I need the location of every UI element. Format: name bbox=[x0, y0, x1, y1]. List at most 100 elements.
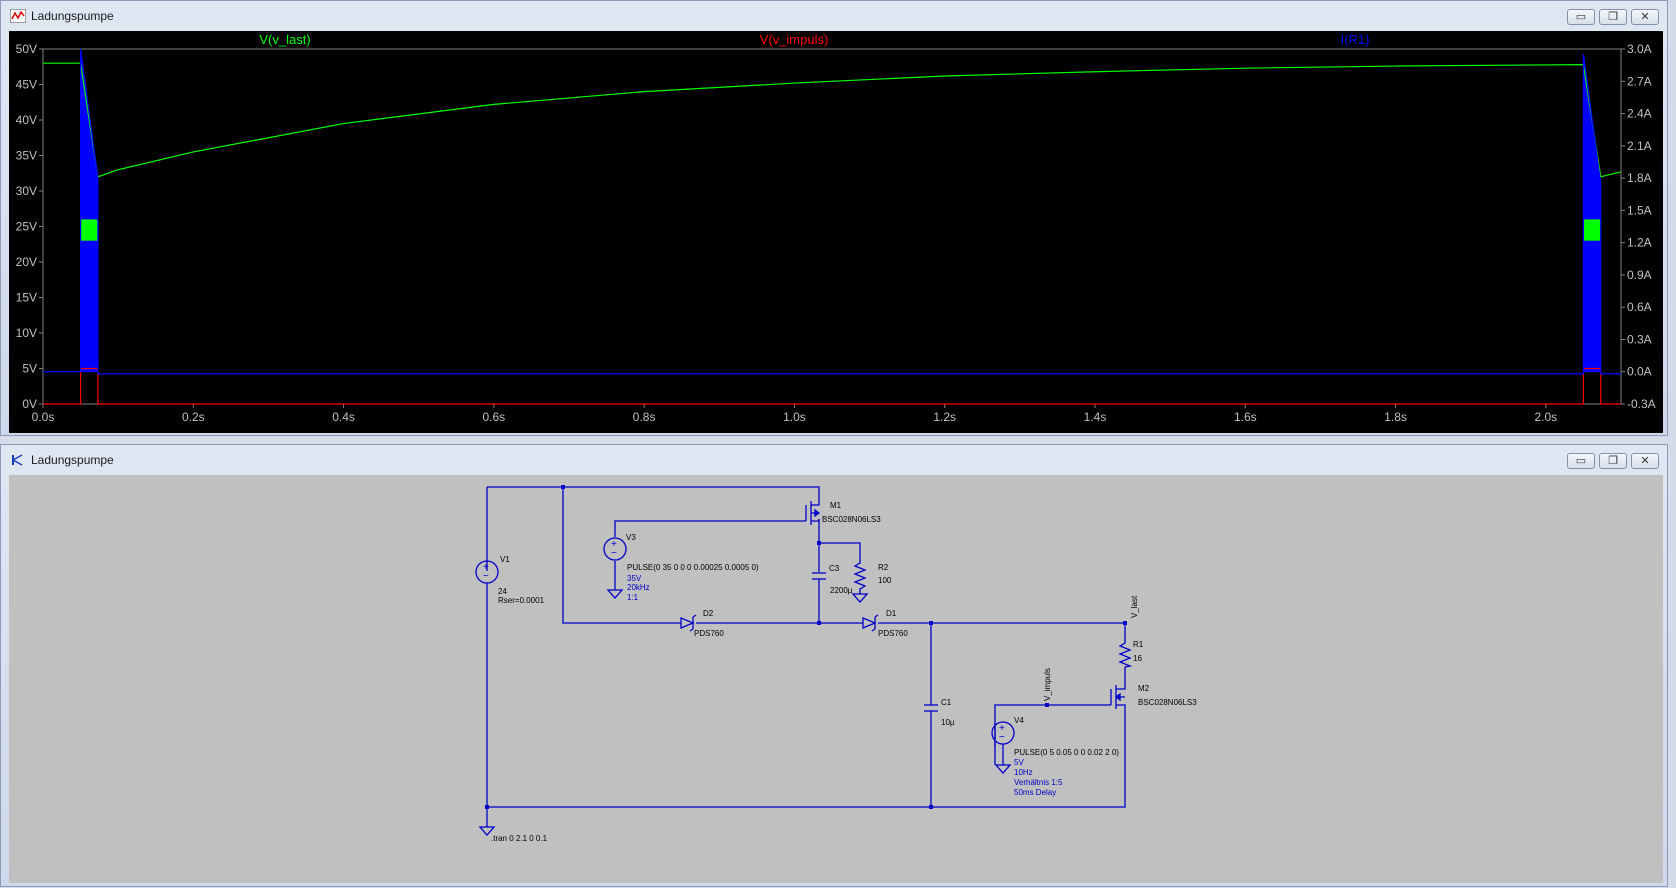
y-right-tick-label: 2.7A bbox=[1627, 74, 1652, 88]
v3-note-ratio: 1:1 bbox=[627, 593, 639, 602]
y-right-tick-label: 1.8A bbox=[1627, 171, 1652, 185]
wire bbox=[994, 704, 1111, 747]
m2-value: BSC028N06LS3 bbox=[1138, 698, 1197, 707]
svg-text:+: + bbox=[483, 562, 489, 573]
x-tick-label: 1.6s bbox=[1234, 410, 1257, 424]
y-right-tick-label: 1.5A bbox=[1627, 203, 1652, 217]
wire bbox=[878, 622, 1126, 640]
m1-mosfet[interactable] bbox=[805, 495, 821, 525]
y-right-tick-label: 0.6A bbox=[1627, 300, 1652, 314]
r2-value: 100 bbox=[878, 576, 892, 585]
junction-dot bbox=[1045, 703, 1049, 707]
v3-source[interactable]: + − V3 PULSE(0 35 0 0 0 0.00025 0.0005 0… bbox=[603, 533, 759, 602]
legend-label: I(R1) bbox=[1341, 32, 1370, 47]
c3-name: C3 bbox=[829, 564, 840, 573]
wires bbox=[486, 486, 1126, 827]
svg-text:−: − bbox=[999, 732, 1005, 743]
schematic-app-icon bbox=[12, 454, 23, 466]
y-right-tick-label: 2.4A bbox=[1627, 107, 1652, 121]
x-tick-label: 1.2s bbox=[933, 410, 956, 424]
restore-button[interactable]: ❐ bbox=[1599, 453, 1627, 469]
wire bbox=[614, 520, 806, 537]
junction-dot bbox=[929, 805, 933, 809]
x-tick-label: 1.8s bbox=[1384, 410, 1407, 424]
v-last-ripple-band bbox=[1583, 219, 1601, 241]
legend-label: V(v_impuls) bbox=[760, 32, 829, 47]
m2-mosfet[interactable] bbox=[1110, 684, 1126, 709]
waveform-window-title: Ladungspumpe bbox=[31, 9, 114, 23]
svg-text:−: − bbox=[483, 571, 489, 582]
current-pulse-fill bbox=[1582, 54, 1602, 373]
y-left-tick-label: 35V bbox=[16, 149, 37, 163]
waveform-app-icon bbox=[10, 9, 26, 23]
v3-name: V3 bbox=[626, 533, 636, 542]
v1-extra: Rser=0.0001 bbox=[498, 596, 545, 605]
x-tick-label: 0.0s bbox=[32, 410, 55, 424]
r1-resistor[interactable] bbox=[1118, 640, 1133, 668]
x-tick-label: 1.4s bbox=[1084, 410, 1107, 424]
d1-value: PDS760 bbox=[878, 629, 908, 638]
v4-source[interactable]: + − V4 PULSE(0 5 0.05 0 0 0.02 2 0) 5V 1… bbox=[991, 716, 1119, 797]
r2-resistor[interactable] bbox=[851, 560, 869, 603]
v1-source[interactable]: + − V1 24 Rser=0.0001 bbox=[475, 555, 545, 605]
series-line-2 bbox=[43, 48, 1621, 375]
junction-dot bbox=[485, 805, 489, 809]
r2-name: R2 bbox=[878, 563, 889, 572]
wire bbox=[562, 487, 681, 624]
y-right-tick-label: 3.0A bbox=[1627, 42, 1652, 56]
v-last-ripple-band bbox=[80, 219, 98, 241]
close-button[interactable]: ✕ bbox=[1631, 9, 1659, 25]
y-left-tick-label: 10V bbox=[16, 326, 37, 340]
waveform-titlebar[interactable]: Ladungspumpe ▭ ❐ ✕ bbox=[1, 1, 1667, 31]
c3-value: 2200µ bbox=[830, 586, 853, 595]
restore-button[interactable]: ❐ bbox=[1599, 9, 1627, 25]
y-left-tick-label: 5V bbox=[22, 362, 37, 376]
v3-value: PULSE(0 35 0 0 0 0.00025 0.0005 0) bbox=[627, 563, 759, 572]
c1-value: 10µ bbox=[941, 718, 955, 727]
spice-directive[interactable]: .tran 0 2.1 0 0.1 bbox=[491, 834, 548, 843]
schematic-canvas[interactable]: + − V1 24 Rser=0.0001 + − V3 PULSE(0 35 … bbox=[9, 475, 1663, 883]
svg-text:+: + bbox=[999, 723, 1005, 734]
y-right-tick-label: 0.9A bbox=[1627, 268, 1652, 282]
y-right-tick-label: 0.0A bbox=[1627, 365, 1652, 379]
series-line-1 bbox=[43, 367, 1621, 405]
schematic-window: Ladungspumpe ▭ ❐ ✕ bbox=[0, 444, 1668, 887]
y-left-tick-label: 0V bbox=[22, 397, 37, 411]
svg-text:+: + bbox=[611, 539, 617, 550]
x-tick-label: 2.0s bbox=[1535, 410, 1558, 424]
c1-capacitor[interactable] bbox=[924, 704, 938, 715]
y-right-tick-label: 1.2A bbox=[1627, 236, 1652, 250]
x-tick-label: 0.4s bbox=[332, 410, 355, 424]
wire bbox=[487, 486, 820, 495]
d1-diode[interactable] bbox=[862, 614, 879, 632]
y-right-tick-label: -0.3A bbox=[1627, 397, 1656, 411]
minimize-button[interactable]: ▭ bbox=[1567, 453, 1595, 469]
series-line-0 bbox=[43, 62, 1622, 178]
v4-name: V4 bbox=[1014, 716, 1024, 725]
legend-label: V(v_last) bbox=[259, 32, 310, 47]
x-tick-label: 1.0s bbox=[783, 410, 806, 424]
v4-note-ratio: Verhältnis 1:5 bbox=[1014, 778, 1063, 787]
v1-value: 24 bbox=[498, 587, 507, 596]
schematic-drawing[interactable]: + − V1 24 Rser=0.0001 + − V3 PULSE(0 35 … bbox=[9, 475, 1663, 883]
y-right-tick-label: 0.3A bbox=[1627, 332, 1652, 346]
plot-frame bbox=[42, 48, 1622, 405]
m1-name: M1 bbox=[830, 501, 842, 510]
v1-name: V1 bbox=[500, 555, 510, 564]
y-right-tick-label: 2.1A bbox=[1627, 139, 1652, 153]
c3-capacitor[interactable] bbox=[812, 572, 826, 582]
v4-note-frequency: 10Hz bbox=[1014, 768, 1033, 777]
y-left-tick-label: 40V bbox=[16, 113, 37, 127]
ground-symbol bbox=[478, 826, 496, 836]
minimize-button[interactable]: ▭ bbox=[1567, 9, 1595, 25]
schematic-titlebar[interactable]: Ladungspumpe ▭ ❐ ✕ bbox=[1, 445, 1667, 475]
junction-dot bbox=[561, 485, 565, 489]
m2-name: M2 bbox=[1138, 684, 1150, 693]
r1-name: R1 bbox=[1133, 640, 1144, 649]
schematic-window-title: Ladungspumpe bbox=[31, 453, 114, 467]
d2-diode[interactable] bbox=[680, 614, 697, 632]
close-button[interactable]: ✕ bbox=[1631, 453, 1659, 469]
